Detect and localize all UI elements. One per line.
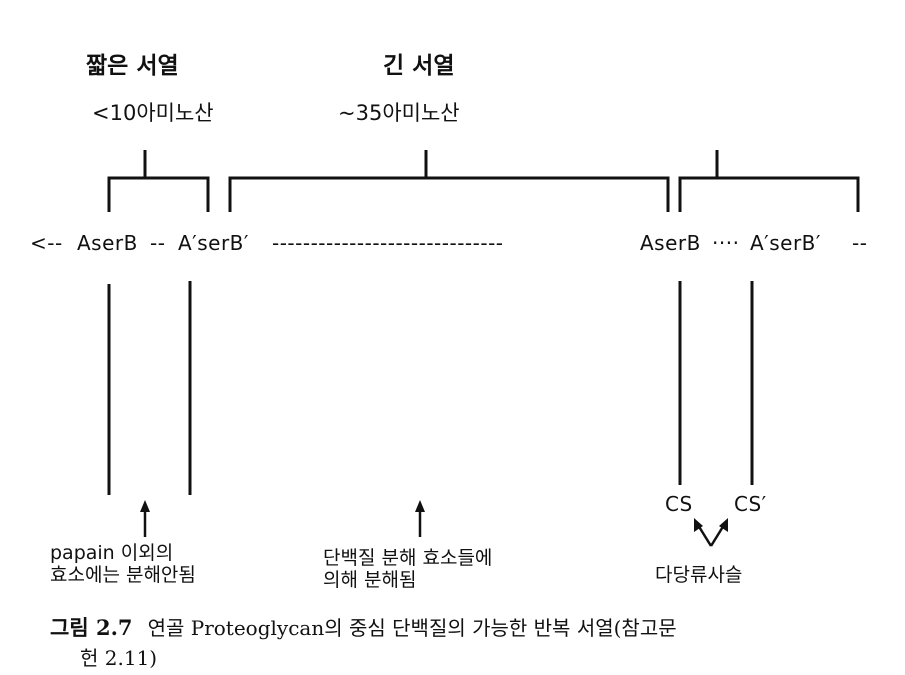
- papain-note: papain 이외의 효소에는 분해안됨: [50, 542, 280, 586]
- cs-prime-label: CS′: [734, 492, 767, 516]
- papain-note-line-2: 효소에는 분해안됨: [50, 564, 196, 586]
- caption-text: 연골 Proteoglycan의 중심 단백질의 가능한 반복 서열(참고문: [147, 616, 677, 640]
- sequence-aprime-1: A′serB′: [178, 231, 249, 255]
- caption-continuation: 헌 2.11): [80, 646, 158, 670]
- sequence-right-end: --: [852, 231, 868, 255]
- protease-note: 단백질 분해 효소들에 의해 분해됨: [323, 547, 583, 591]
- papain-note-line-1: papain 이외의: [50, 542, 174, 564]
- sequence-left-end: <--: [30, 231, 63, 255]
- sequence-aprime-2: A′serB′: [750, 231, 821, 255]
- short-sequence-length: <10아미노산: [92, 101, 214, 125]
- sequence-dots: ····: [712, 231, 740, 255]
- papain-arrow: [140, 500, 150, 537]
- polysaccharide-label: 다당류사슬: [655, 564, 743, 586]
- repeat-bracket: [678, 176, 860, 212]
- figure-number: 그림 2.7: [50, 615, 133, 640]
- protease-arrow: [415, 500, 425, 537]
- protease-note-line-1: 단백질 분해 효소들에: [323, 547, 493, 569]
- sequence-dash-1: --: [150, 231, 166, 255]
- cs-label: CS: [665, 492, 693, 516]
- sequence-aserb-1: AserB: [77, 231, 138, 255]
- short-sequence-title: 짧은 서열: [86, 53, 179, 79]
- long-sequence-length: ~35아미노산: [338, 101, 460, 125]
- protease-note-line-2: 의해 분해됨: [323, 569, 417, 591]
- long-sequence-bracket: [228, 176, 670, 212]
- figure-caption: 그림 2.7 연골 Proteoglycan의 중심 단백질의 가능한 반복 서…: [50, 612, 890, 642]
- short-sequence-bracket: [107, 176, 210, 212]
- sequence-long-dashes: ------------------------------: [272, 231, 504, 255]
- long-sequence-title: 긴 서열: [383, 53, 455, 79]
- sequence-aserb-2: AserB: [640, 231, 701, 255]
- polysaccharide-arrows: [694, 518, 728, 547]
